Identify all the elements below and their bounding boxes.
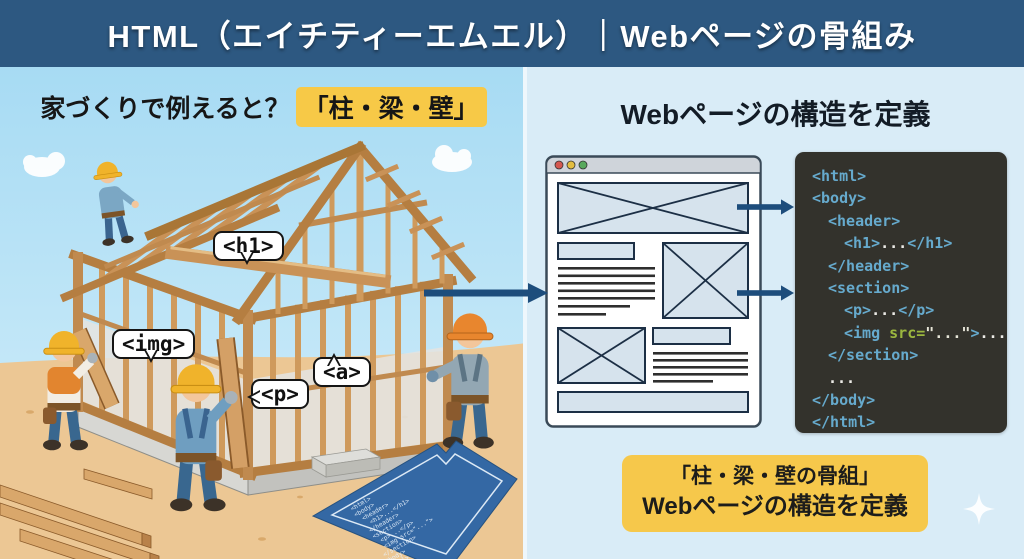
- cloud-icon: [23, 145, 472, 177]
- callout-line2: Webページの構造を定義: [642, 493, 908, 521]
- left-title-text: 家づくりで例えると？: [40, 95, 290, 123]
- header-banner: HTML（エイチティーエムエル）｜Webページの骨組み: [0, 0, 1024, 67]
- worker-right: [426, 313, 494, 449]
- web-structure-panel: Webページの構造を定義: [527, 67, 1024, 559]
- lumber-pile: [0, 468, 160, 559]
- subheading-placeholder: [557, 242, 635, 260]
- left-title-highlight: 「柱・梁・壁」: [295, 87, 487, 127]
- code-lines: <html><body><header><h1>...</h1></header…: [812, 167, 1007, 432]
- page-title: HTML（エイチティーエムエル）｜Webページの骨組み: [107, 19, 917, 54]
- left-panel-title: 家づくりで例えると？ 「柱・梁・壁」: [0, 87, 527, 127]
- tag-bubble-img: <img>: [112, 329, 196, 363]
- house-analogy-panel: <html> <body> <header> <h1>...</h1> </he…: [0, 67, 527, 559]
- panel-divider: [523, 67, 527, 559]
- placeholder-x-lines: [557, 182, 749, 384]
- text-line-placeholders: [558, 267, 748, 383]
- worker-carrying-plank: [43, 327, 120, 451]
- subheading-placeholder: [652, 327, 731, 345]
- callout-line1: 「柱・梁・壁の骨組」: [670, 465, 880, 489]
- browser-wireframe-mockup: [545, 155, 762, 428]
- tag-bubble-h1: <h1>: [213, 231, 284, 265]
- tag-bubble-p: <p>: [247, 379, 309, 409]
- tag-bubble-a: <a>: [313, 353, 371, 387]
- worker-on-roof: [93, 161, 139, 246]
- window-traffic-light-dots: [554, 160, 588, 170]
- sparkle-icon: [963, 493, 995, 525]
- concrete-block: [310, 448, 382, 478]
- right-panel-title: Webページの構造を定義: [620, 99, 931, 130]
- html-code-panel: <html><body><header><h1>...</h1></header…: [795, 152, 1007, 433]
- summary-callout: 「柱・梁・壁の骨組」 Webページの構造を定義: [622, 455, 928, 532]
- footer-placeholder: [557, 391, 749, 413]
- house-construction-illustration: <html> <body> <header> <h1>...</h1> </he…: [0, 67, 527, 559]
- blueprint: <html> <body> <header> <h1>...</h1> </he…: [311, 440, 518, 559]
- worker-holding-stud: [170, 337, 250, 512]
- svg-text:</body>: </body>: [381, 548, 407, 559]
